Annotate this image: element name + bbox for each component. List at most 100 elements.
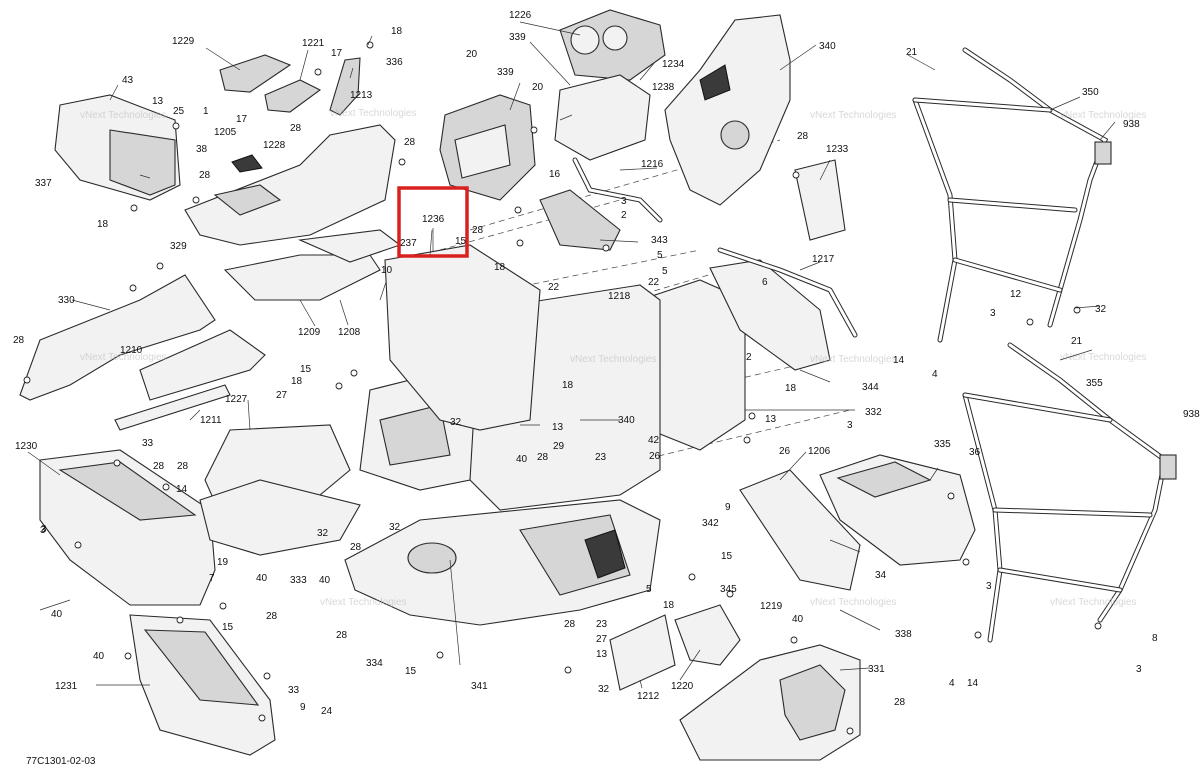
part-label: 15 [721,551,733,562]
part-340-cutout [720,120,750,150]
part-label: 32 [1095,304,1107,315]
part-label: 1206 [808,446,831,457]
part-336-mount [329,57,361,116]
part-1210-trim [139,329,266,401]
part-label: 340 [819,41,836,52]
part-331-wheelwell [779,664,846,741]
part-label: 22 [648,277,660,288]
part-label: 938 [1183,409,1200,420]
part-label: 1216 [641,159,664,170]
part-label: 1234 [662,59,685,70]
part-label-237: 237 [400,238,417,249]
part-label: 33 [142,438,154,449]
part-label: 27 [596,634,608,645]
part-label: 20 [532,82,544,93]
part-label-1236: 1236 [422,214,445,225]
part-label: 3 [41,524,47,535]
firewall-group [664,14,846,241]
highlight-box[interactable] [397,186,469,258]
part-label: 6 [762,277,768,288]
part-label: 13 [552,422,564,433]
watermark-text: vNext Technologies [80,110,167,121]
part-left-frame [384,244,541,431]
watermark-text: vNext Technologies [80,352,167,363]
part-label: 8 [1152,633,1158,644]
part-label: 9 [300,702,306,713]
part-label: 3 [986,581,992,592]
watermark-text: vNext Technologies [320,597,407,608]
part-label: 1228 [263,140,286,151]
part-1212-step [609,614,676,691]
part-label: 2 [621,210,627,221]
part-label: 20 [466,49,478,60]
part-label: 26 [649,451,661,462]
part-label: 18 [663,600,675,611]
part-label: 2 [746,352,752,363]
part-label: 24 [321,706,333,717]
part-label: 32 [450,417,462,428]
part-label: 28 [153,461,165,472]
part-label: 350 [1082,87,1099,98]
part-label: 1229 [172,36,195,47]
part-label: 1213 [350,90,373,101]
part-label: 28 [199,170,211,181]
part-label: 32 [389,522,401,533]
watermark-text: vNext Technologies [570,354,657,365]
part-label: 3 [621,196,627,207]
part-label: 28 [797,131,809,142]
pipes-group [539,157,858,338]
watermark-text: vNext Technologies [1050,597,1137,608]
part-label: 1218 [608,291,631,302]
part-label: 4 [932,369,938,380]
hardware-fasteners [23,41,1102,735]
part-1211-bar [114,384,231,431]
watermark-text: vNext Technologies [810,354,897,365]
part-label: 343 [651,235,668,246]
part-label: 16 [549,169,561,180]
part-label: 3 [1136,664,1142,675]
part-label: 27 [276,390,288,401]
lower-left-group [39,449,361,756]
part-label: 28 [13,335,25,346]
part-label: 1230 [15,441,38,452]
part-label: 7 [209,573,215,584]
part-label: 1208 [338,327,361,338]
part-label: 938 [1123,119,1140,130]
part-330-side-panel [19,274,216,401]
part-343-bracket [539,189,621,251]
part-label: 36 [969,447,981,458]
part-339-bezel-right [554,74,651,161]
part-label: 25 [173,106,185,117]
part-938-bracket-lower [1159,454,1177,480]
part-label: 32 [317,528,329,539]
part-label: 18 [291,376,303,387]
part-label: 332 [865,407,882,418]
part-1226-gauge-left [570,25,600,55]
part-1208-tray [223,254,381,301]
part-1230-bumper [39,449,216,606]
part-label: 18 [785,383,797,394]
part-label: 15 [222,622,234,633]
part-label: 18 [391,26,403,37]
part-label: 33 [288,685,300,696]
part-1229-switch-panel [219,54,292,93]
part-label: 34 [875,570,887,581]
part-label: 330 [58,295,75,306]
part-label: 1205 [214,127,237,138]
drawing-code: 77C1301-02-03 [26,756,96,767]
part-label: 21 [1071,336,1083,347]
part-1217-rail [709,259,831,371]
part-label: 28 [266,611,278,622]
highlight-callout[interactable]: 1236 237 15 [397,186,469,258]
watermark-text: vNext Technologies [1060,352,1147,363]
part-label: 29 [553,441,565,452]
roll-cage-upper [912,47,1112,343]
right-box-group [709,259,976,591]
main-chassis-group [204,244,746,626]
part-label: 28 [894,697,906,708]
part-label: 1 [203,106,209,117]
part-label: 28 [177,461,189,472]
part-floor-grate-dark [584,529,626,579]
part-label: 14 [176,484,188,495]
part-label: 18 [562,380,574,391]
